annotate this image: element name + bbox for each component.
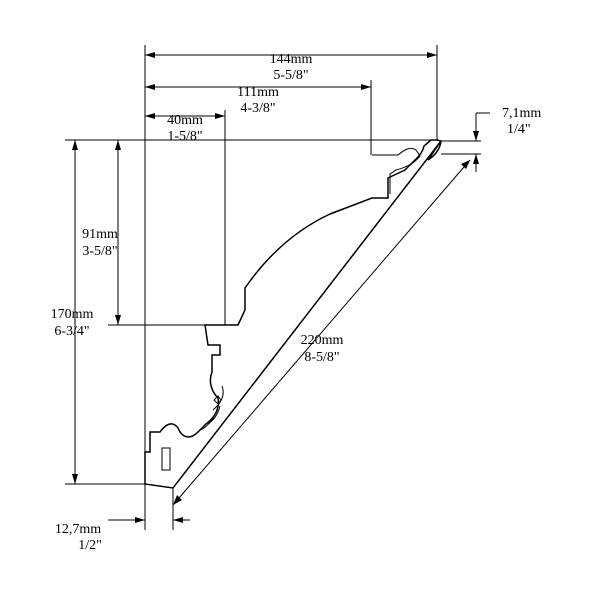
dim-width-lower xyxy=(145,113,225,119)
molding-profile-details xyxy=(161,147,421,471)
width-total-imperial: 5-5/8" xyxy=(273,68,308,83)
bottom-edge-imperial: 1/2" xyxy=(78,538,102,553)
height-total-imperial: 6-3/4" xyxy=(54,324,89,339)
dim-height-upper xyxy=(115,140,121,325)
dim-top-edge xyxy=(473,112,490,172)
bottom-edge-metric: 12,7mm xyxy=(55,522,101,537)
dim-bottom-edge xyxy=(108,517,190,523)
top-edge-imperial: 1/4" xyxy=(507,122,531,137)
dim-width-flat xyxy=(145,84,371,90)
width-lower-imperial: 1-5/8" xyxy=(167,129,202,144)
width-flat-metric: 111mm xyxy=(237,85,279,100)
height-upper-imperial: 3-5/8" xyxy=(82,244,117,259)
diagonal-metric: 220mm xyxy=(301,333,344,348)
molding-profile-outline xyxy=(144,139,442,489)
width-total-metric: 144mm xyxy=(270,52,313,67)
width-lower-metric: 40mm xyxy=(167,113,203,128)
extension-lines xyxy=(65,45,481,530)
dim-height-total xyxy=(72,140,78,484)
dim-diagonal xyxy=(172,140,471,506)
height-total-metric: 170mm xyxy=(51,307,94,322)
diagonal-imperial: 8-5/8" xyxy=(304,350,339,365)
dim-width-total xyxy=(145,52,437,58)
height-upper-metric: 91mm xyxy=(82,227,118,242)
width-flat-imperial: 4-3/8" xyxy=(240,101,275,116)
top-edge-metric: 7,1mm xyxy=(502,106,541,121)
